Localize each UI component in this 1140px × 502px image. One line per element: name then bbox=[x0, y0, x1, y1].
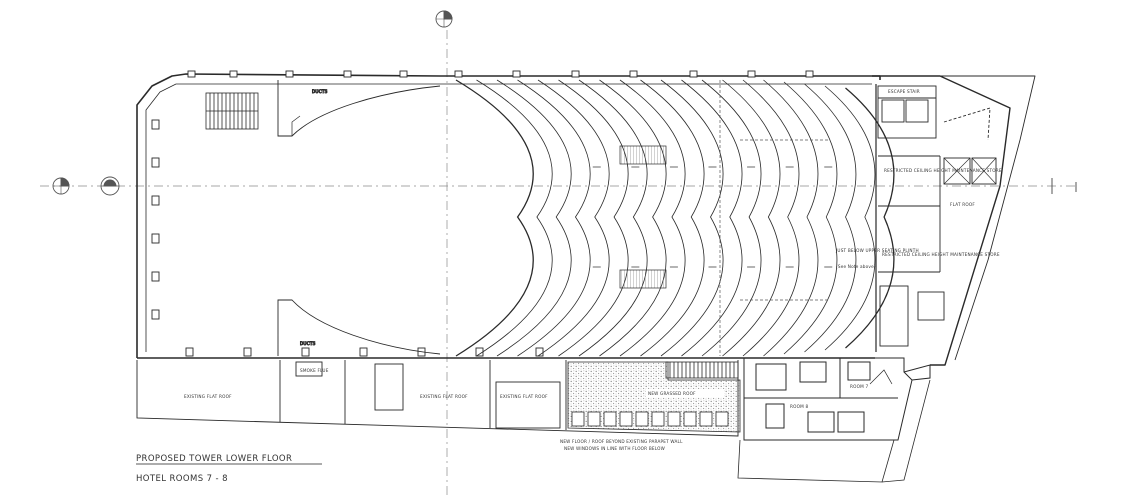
roof-louvre-bar bbox=[651, 411, 665, 427]
auditorium-seating-tiers bbox=[455, 79, 895, 357]
parapet-note-line2: NEW WINDOWS IN LINE WITH FLOOR BELOW bbox=[564, 446, 665, 451]
drawing-subtitle: HOTEL ROOMS 7 - 8 bbox=[136, 474, 228, 484]
seating-tier-arc bbox=[640, 79, 705, 357]
seating-tier-arc bbox=[722, 79, 781, 357]
wall-pilasters-south bbox=[185, 347, 544, 357]
existing-roof-1-label: EXISTING FLAT ROOF bbox=[184, 394, 232, 399]
seating-tier-arc bbox=[578, 79, 648, 357]
maintenance-store-1-label: RESTRICTED CEILING HEIGHT MAINTENANCE ST… bbox=[884, 168, 1002, 173]
escape-stair-label: ESCAPE STAIR bbox=[888, 89, 920, 94]
roof-louvre-bar bbox=[715, 411, 729, 427]
seating-tier-arc bbox=[455, 79, 534, 357]
grid-marker-right bbox=[1051, 178, 1077, 194]
drawing-title: PROPOSED TOWER LOWER FLOOR bbox=[136, 454, 292, 464]
roof-louvre-bar bbox=[587, 411, 601, 427]
grid-marker-top bbox=[435, 10, 453, 28]
roof-louvre-bar bbox=[635, 411, 649, 427]
grid-marker-left-2 bbox=[100, 176, 120, 196]
seating-tier-arc bbox=[804, 83, 857, 353]
room-8-label: ROOM 8 bbox=[790, 404, 808, 409]
ducts-bottom: DUCTS bbox=[277, 299, 441, 356]
flat-roof-east-label: FLAT ROOF bbox=[950, 202, 975, 207]
seating-tier-arc bbox=[681, 79, 743, 357]
roof-louvre-bar bbox=[683, 411, 697, 427]
seating-subnote: (See Note above) bbox=[836, 264, 876, 269]
grid-marker-left-1 bbox=[52, 177, 70, 195]
new-grassed-roof-label: NEW GRASSED ROOF bbox=[648, 391, 696, 396]
seating-tier-arc bbox=[496, 79, 572, 357]
hotel-rooms-block bbox=[737, 357, 931, 483]
roof-louvre-bar bbox=[619, 411, 633, 427]
seating-tier-arc bbox=[476, 79, 553, 357]
stair-northwest bbox=[205, 92, 259, 130]
lower-stair bbox=[665, 361, 739, 379]
smoke-flue-label: SMOKE FLUE bbox=[300, 368, 329, 373]
seating-tier-arc bbox=[742, 79, 800, 357]
seating-tier-arc bbox=[824, 85, 876, 351]
seating-row-markers bbox=[592, 166, 833, 268]
ducts-top: DUCTS bbox=[277, 80, 441, 137]
seating-tier-arc bbox=[783, 81, 838, 355]
existing-roof-3-label: EXISTING FLAT ROOF bbox=[500, 394, 548, 399]
seating-tier-arc bbox=[558, 79, 629, 357]
upper-plinth-outline bbox=[719, 80, 830, 356]
grid-lines bbox=[40, 30, 1075, 495]
roof-louvre-bar bbox=[571, 411, 585, 427]
existing-roof-2-label: EXISTING FLAT ROOF bbox=[420, 394, 468, 399]
seating-tier-arc bbox=[619, 79, 686, 357]
roof-louvres bbox=[571, 411, 729, 427]
wall-pilasters-north bbox=[187, 70, 814, 78]
seating-tier-arc bbox=[537, 79, 610, 357]
seating-tier-arc bbox=[701, 79, 762, 357]
seating-tier-arc bbox=[845, 87, 895, 349]
seating-tier-arc bbox=[763, 79, 819, 357]
east-service-rooms bbox=[877, 85, 997, 347]
building-outline bbox=[136, 73, 1036, 366]
ducts-top-label: DUCTS bbox=[312, 89, 328, 94]
wall-pilasters-west bbox=[151, 119, 160, 320]
roof-louvre-bar bbox=[667, 411, 681, 427]
seating-note: JUST BELOW UPPER SEATING PLINTH bbox=[835, 248, 919, 253]
seating-tier-arc bbox=[599, 79, 667, 357]
maintenance-store-2-label: RESTRICTED CEILING HEIGHT MAINTENANCE ST… bbox=[882, 252, 1000, 257]
seating-tier-arc bbox=[660, 79, 724, 357]
ducts-bottom-label: DUCTS bbox=[300, 341, 316, 346]
roof-louvre-bar bbox=[603, 411, 617, 427]
room-7-label: ROOM 7 bbox=[850, 384, 868, 389]
seating-tier-arc bbox=[517, 79, 591, 357]
roof-louvre-bar bbox=[699, 411, 713, 427]
parapet-note-line1: NEW FLOOR / ROOF BEYOND EXISTING PARAPET… bbox=[560, 439, 683, 444]
seating-aisle-boxes bbox=[619, 145, 667, 289]
